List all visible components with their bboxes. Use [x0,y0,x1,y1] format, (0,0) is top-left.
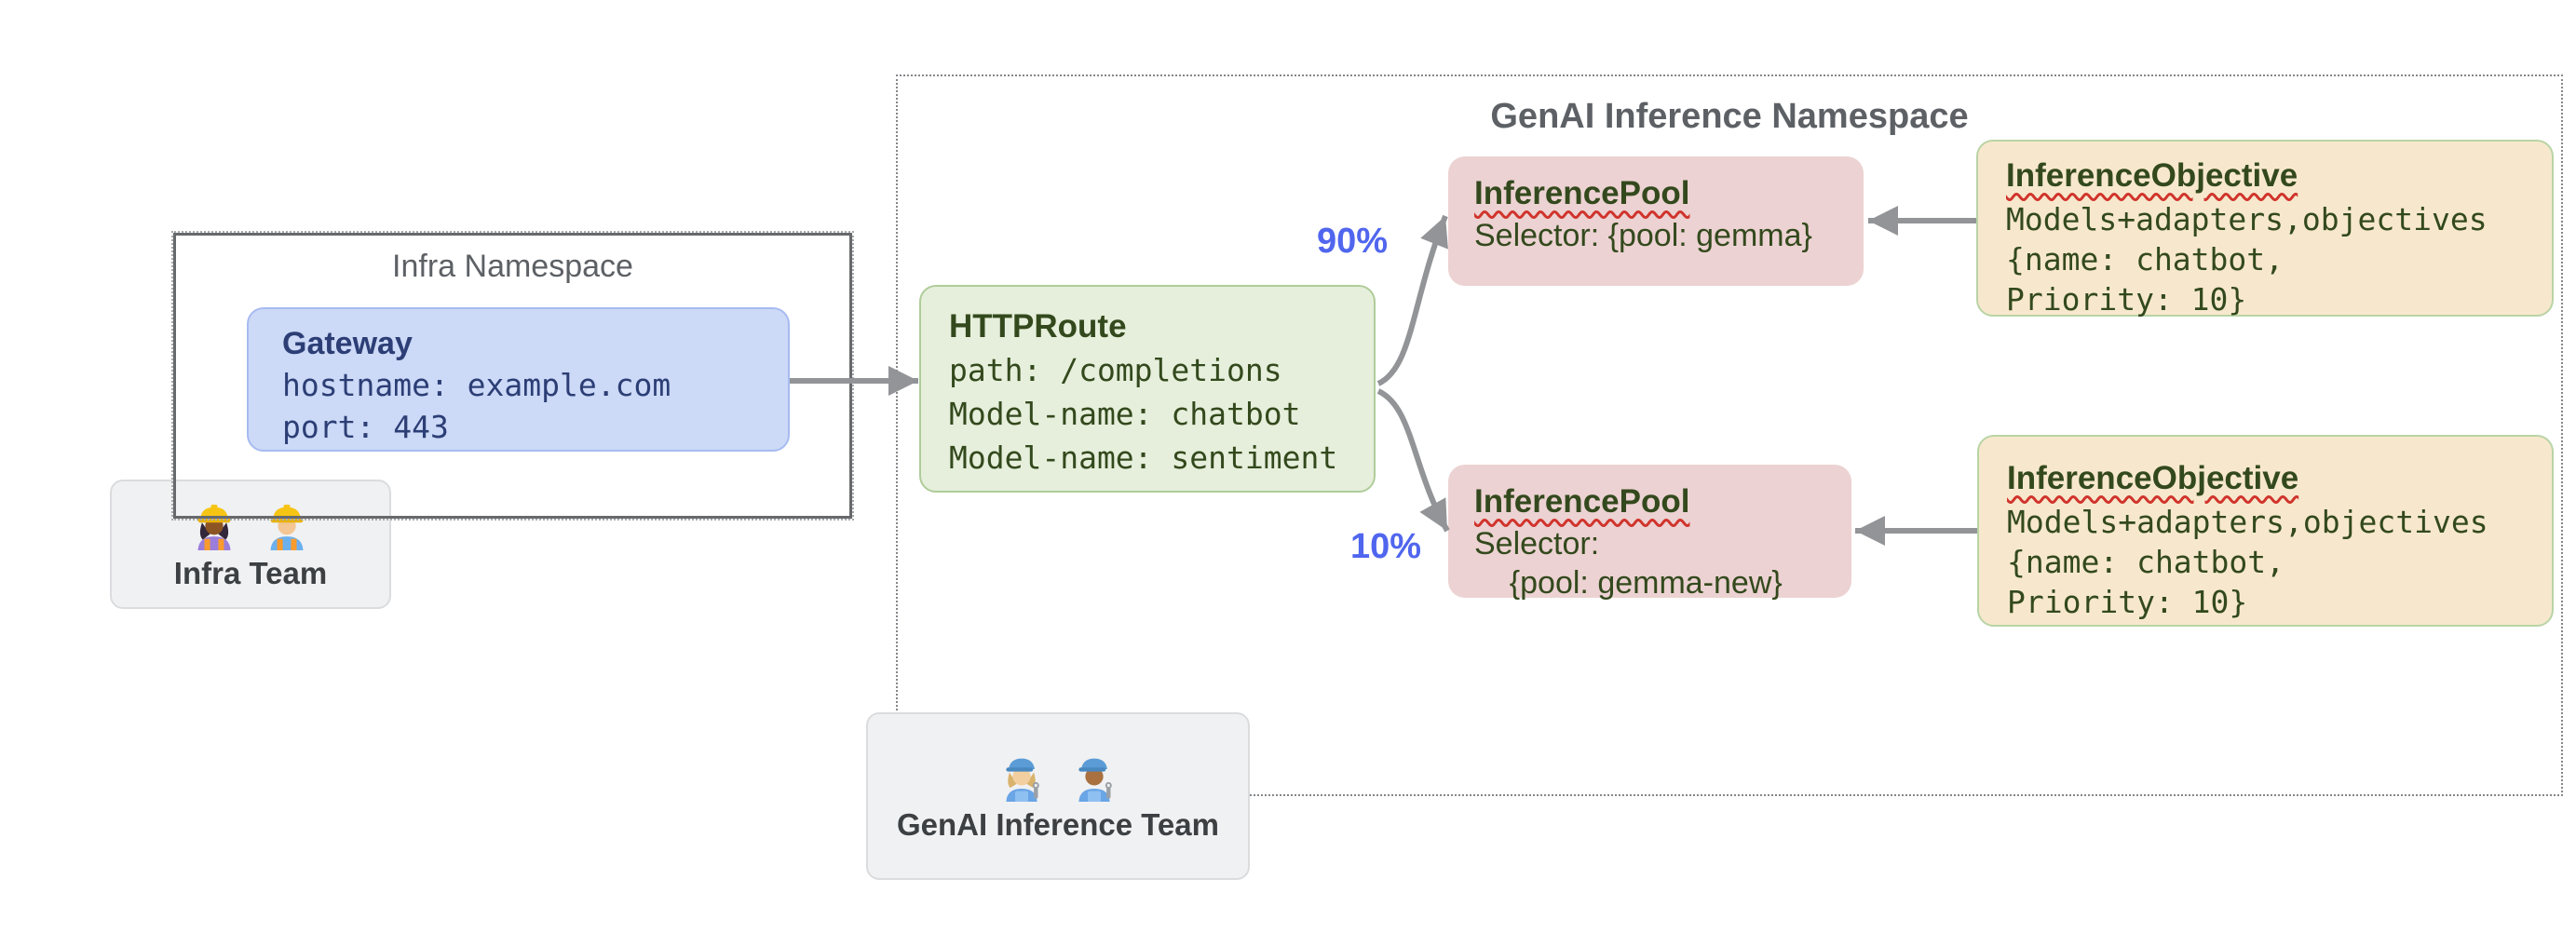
httproute-model-chatbot: Model-name: chatbot [949,396,1301,432]
httproute-path: path: /completions [949,352,1282,388]
inference-pool-title-text: InferencePool [1474,483,1690,520]
gateway-title: Gateway [282,326,413,361]
inference-objective-title: InferenceObjective [2006,153,2552,199]
genai-inference-team-label: GenAI Inference Team [896,807,1219,842]
infra-team-label: Infra Team [173,555,328,590]
man-mechanic-icon [1078,758,1112,802]
inference-objective-models: Models+adapters,objectives [2006,201,2488,237]
inference-pool-gemma-new-box: InferencePool Selector: {pool: gemma-new… [1448,465,1851,601]
inference-objective-title-text: InferenceObjective [2006,157,2298,194]
gateway-port: port: 443 [282,409,449,445]
traffic-split-10-label: 10% [1350,527,1422,566]
genai-team-icons [996,750,1120,802]
inference-objective-name: {name: chatbot, [2006,241,2285,277]
traffic-split-90-label: 90% [1317,222,1389,261]
httproute-model-sentiment: Model-name: sentiment [949,439,1338,476]
inference-objective-priority: Priority: 10} [2006,281,2247,318]
inference-objective-priority: Priority: 10} [2007,584,2248,620]
infra-team-card: Infra Team [110,480,391,609]
inference-pool-title: InferencePool [1474,171,1864,216]
inference-objective-title-text: InferenceObjective [2007,460,2299,496]
inference-pool-selector: Selector: {pool: gemma} [1474,218,1812,253]
gateway-hostname: hostname: example.com [282,367,671,403]
inference-objective-name: {name: chatbot, [2007,544,2285,580]
httproute-box: HTTPRoute path: /completions Model-name:… [919,285,1376,493]
inference-pool-title: InferencePool [1474,480,1851,524]
inference-objective-models: Models+adapters,objectives [2007,504,2488,540]
inference-objective-bottom-box: InferenceObjective Models+adapters,objec… [1977,435,2554,627]
inference-objective-top-box: InferenceObjective Models+adapters,objec… [1976,140,2554,318]
infra-namespace-title: Infra Namespace [392,249,633,284]
woman-construction-worker-icon [197,504,231,550]
man-construction-worker-icon [270,504,304,550]
genai-namespace-boundary: GenAI Inference Namespace [896,74,2563,796]
inference-pool-selector-value: {pool: gemma-new} [1474,565,1783,601]
genai-inference-team-card: GenAI Inference Team [866,712,1250,880]
gateway-box: Gateway hostname: example.com port: 443 [247,307,790,452]
httproute-title: HTTPRoute [949,308,1127,345]
genai-namespace-title: GenAI Inference Namespace [1490,97,1969,136]
woman-mechanic-icon [1006,758,1039,802]
inference-pool-selector: Selector: [1474,526,1600,561]
inference-pool-gemma-box: InferencePool Selector: {pool: gemma} [1448,156,1864,286]
inference-pool-title-text: InferencePool [1474,175,1690,211]
inference-objective-title: InferenceObjective [2007,455,2552,502]
infra-team-icons [188,498,313,550]
